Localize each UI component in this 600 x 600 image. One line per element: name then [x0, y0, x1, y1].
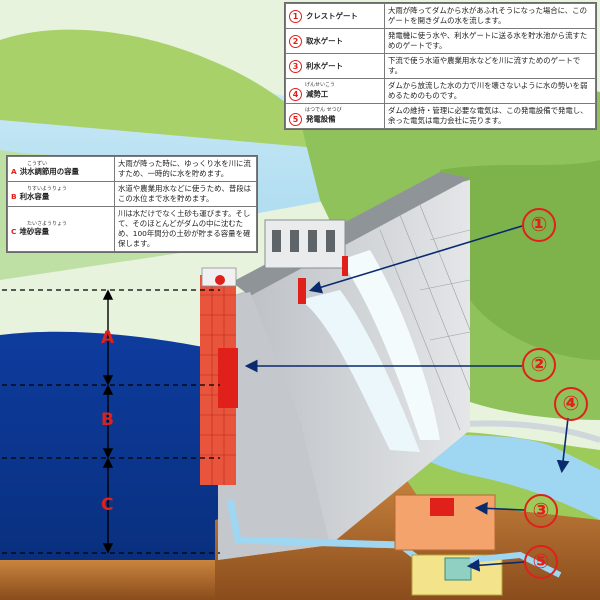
marker-letter: C — [11, 227, 17, 236]
legend-ruby: げんせいこう — [305, 81, 336, 88]
callout-arrows — [244, 225, 570, 572]
spillway-chute-2 — [340, 250, 440, 440]
level-label-c: C — [101, 495, 114, 515]
facilities-legend: 1 クレストゲート 大雨が降ってダムから水があふれそうになった場合に、このゲートを… — [284, 2, 597, 130]
callout-5: ⑤ — [524, 545, 558, 579]
crest-gate — [298, 278, 306, 304]
crest-gate-2 — [342, 256, 348, 276]
spillway-chute — [300, 290, 420, 452]
callout-2: ② — [522, 348, 556, 382]
marker-letter: B — [11, 192, 17, 201]
ground-bottom — [0, 560, 260, 600]
legend-row-crest-gate: 1 クレストゲート 大雨が降ってダムから水があふれそうになった場合に、このゲートを… — [285, 3, 596, 29]
legend-term: 発電設備 — [306, 114, 336, 123]
water-level-lines — [2, 289, 220, 554]
intake-tower-light — [215, 275, 225, 285]
hills-left — [0, 29, 340, 150]
dam-grid — [379, 204, 471, 431]
legend-row-utility-gate: 3 利水ゲート 下流で使う水道や農業用水などを川に流すためのゲートです。 — [285, 53, 596, 79]
marker-ring: 1 — [289, 9, 302, 23]
legend-description: ダムの維持・管理に必要な電気は、この発電設備で発電し、余った電気は電力会社に売り… — [384, 103, 596, 129]
utility-gate — [430, 498, 454, 516]
callout-4: ④ — [554, 387, 588, 421]
generator — [444, 557, 472, 581]
callout-3: ③ — [524, 494, 558, 528]
legend-description: 水道や農業用水などに使うため、普段はこの水位まで水を貯めます。 — [114, 181, 257, 207]
hills-right-shade — [440, 160, 600, 360]
legend-description: 大雨が降ってダムから水があふれそうになった場合に、このゲートを開きダムの水を流し… — [384, 3, 596, 29]
facilities-legend-table: 1 クレストゲート 大雨が降ってダムから水があふれそうになった場合に、このゲートを… — [285, 3, 596, 129]
legend-term: クレストゲート — [306, 11, 358, 20]
legend-description: 大雨が降った時に、ゆっくり水を川に流すため、一時的に水を貯めます。 — [114, 156, 257, 182]
callout-1: ① — [522, 208, 556, 242]
legend-ruby: たいさようりょう — [27, 221, 68, 227]
level-label-b: B — [101, 410, 114, 430]
marker-ring: 4 — [289, 87, 302, 101]
legend-description: 発電機に使う水や、利水ゲートに送る水を貯水池から流すためのゲートです。 — [384, 28, 596, 54]
legend-ruby: りすいようりょう — [27, 186, 67, 192]
gate-house-windows — [272, 230, 335, 252]
level-range-arrows — [102, 289, 114, 554]
legend-description: 下流で使う水道や農業用水などを川に流すためのゲートです。 — [384, 53, 596, 79]
legend-term: 減勢工 — [306, 89, 329, 98]
dam-section-face — [218, 292, 330, 560]
legend-row-intake-gate: 2 取水ゲート 発電機に使う水や、利水ゲートに送る水を貯水池から流すためのゲートで… — [285, 28, 596, 54]
reservoir-water — [0, 331, 218, 560]
legend-term: 利水容量 — [19, 192, 50, 201]
marker-ring: 3 — [289, 59, 302, 73]
legend-term: 堆砂容量 — [19, 227, 50, 236]
legend-term: 洪水調節用の容量 — [19, 167, 79, 176]
marker-ring: 2 — [289, 34, 302, 48]
intake-gate — [218, 348, 238, 408]
marker-ring: 5 — [289, 112, 302, 126]
legend-term: 利水ゲート — [306, 61, 343, 70]
level-label-a: A — [101, 328, 115, 348]
legend-ruby: こうずい — [27, 161, 48, 167]
legend-description: ダムから放流した水の力で川を壊さないように水の勢いを弱めるためのものです。 — [384, 78, 596, 104]
legend-term: 取水ゲート — [306, 36, 343, 45]
marker-letter: A — [11, 167, 17, 176]
legend-ruby: はつでん せつび — [305, 106, 342, 113]
legend-description: 川は水だけでなく土砂も運びます。そして、そのほとんどがダムの中に沈むため、100… — [114, 206, 257, 252]
